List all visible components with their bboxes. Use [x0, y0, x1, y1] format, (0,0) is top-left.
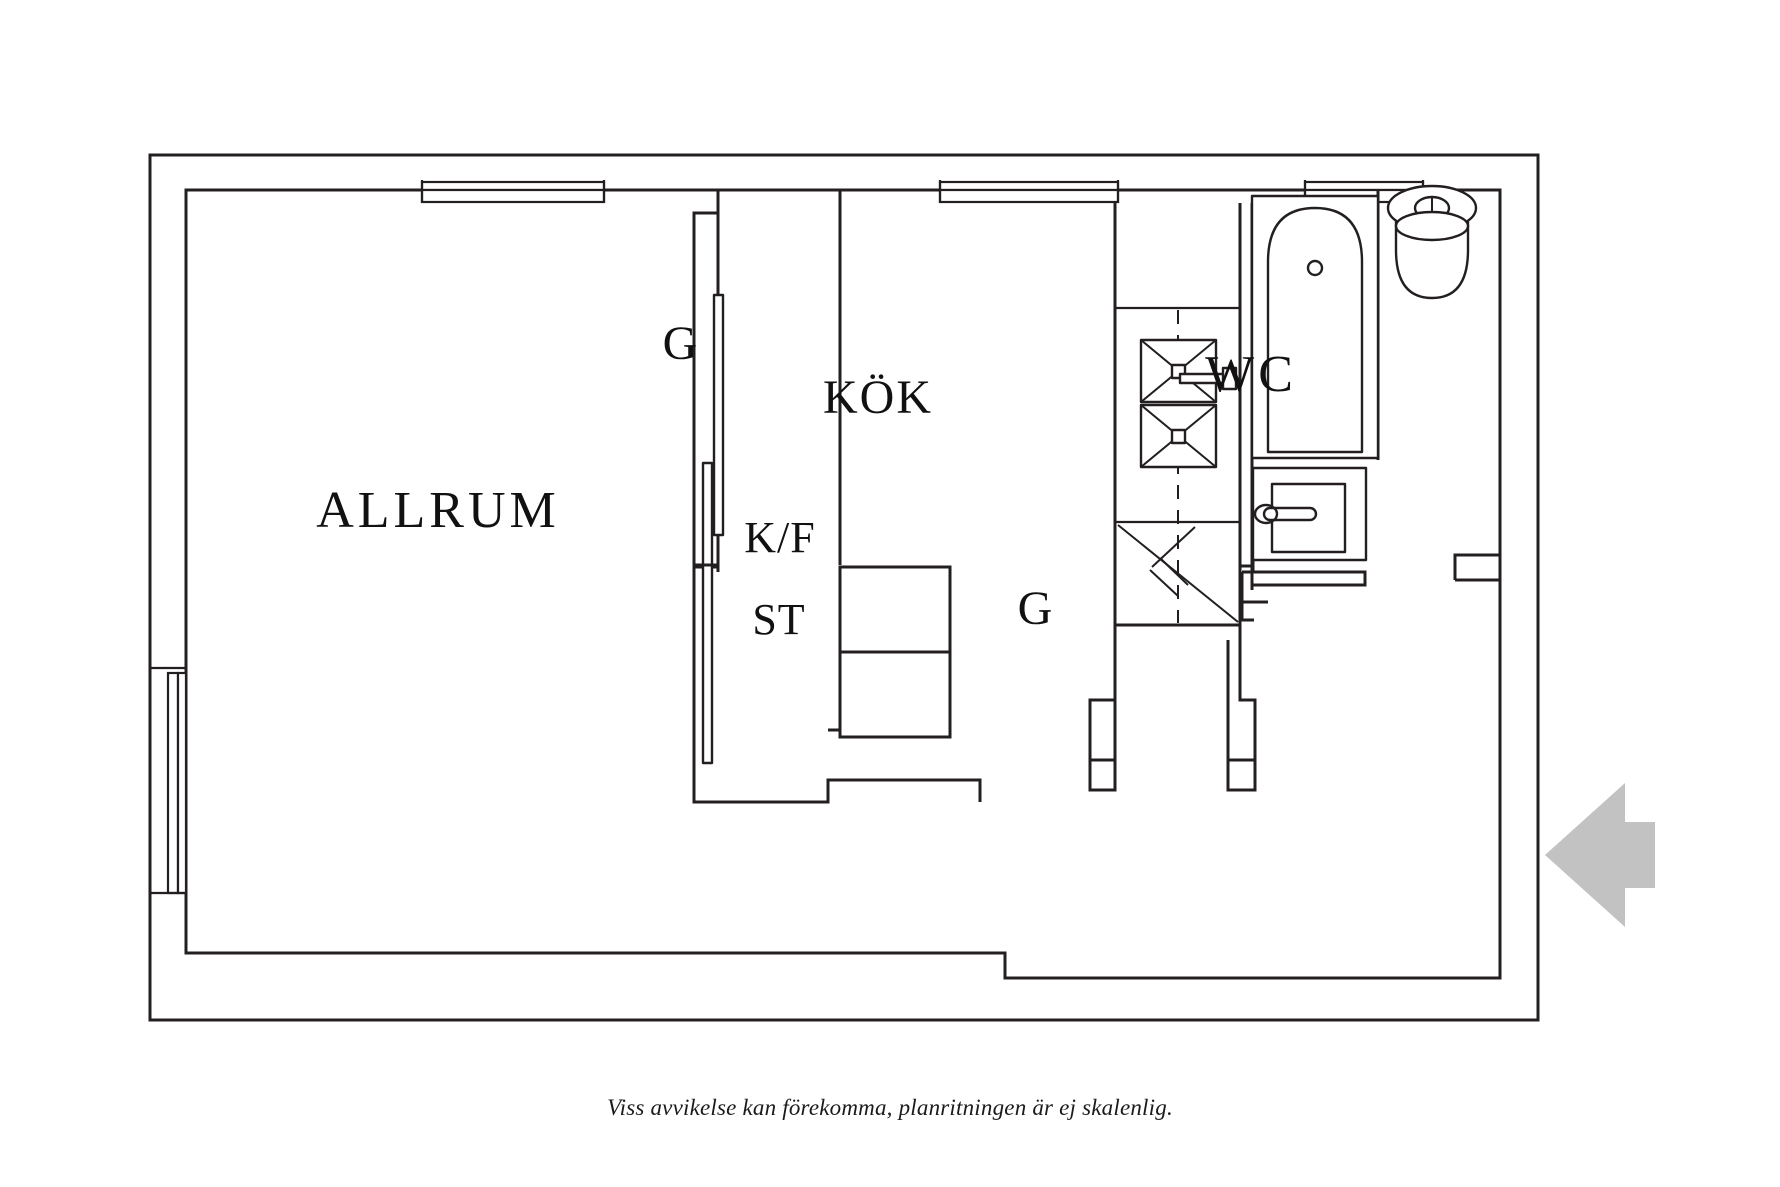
wc-door-notch — [1453, 553, 1500, 582]
hall-walls — [1240, 560, 1367, 622]
bathtub — [1250, 194, 1380, 460]
closet-hall-enclosure — [1088, 625, 1257, 792]
kf-st-boxes — [838, 565, 952, 739]
wall-stubs — [1115, 566, 1254, 627]
room-labels: ALLRUM G KÖK K/F ST G WC — [316, 317, 1297, 644]
entrance-arrow — [1545, 783, 1655, 927]
sliding-closet-doors[interactable] — [701, 293, 725, 765]
window-top-middle — [938, 180, 1120, 204]
window-left — [150, 666, 188, 895]
kitchen-sink-lower — [1139, 403, 1218, 469]
room-label-closet-main: G — [663, 317, 700, 370]
room-label-wc: WC — [1205, 346, 1297, 403]
wall-allrum-kok — [692, 190, 982, 804]
room-label-closet-hall: G — [1018, 582, 1055, 635]
room-label-storage: ST — [752, 595, 805, 644]
outer-wall — [148, 153, 1540, 1022]
room-label-allrum: ALLRUM — [316, 482, 560, 539]
kitchen-sink-upper — [1139, 338, 1238, 404]
toilet — [1386, 184, 1478, 300]
stove — [1117, 524, 1239, 623]
room-label-fridge-freezer: K/F — [744, 513, 815, 562]
washbasin — [1251, 466, 1368, 562]
plan-disclaimer-caption: Viss avvikelse kan förekomma, planritnin… — [607, 1095, 1173, 1120]
window-top-left — [420, 180, 606, 204]
room-label-kitchen: KÖK — [823, 371, 933, 424]
